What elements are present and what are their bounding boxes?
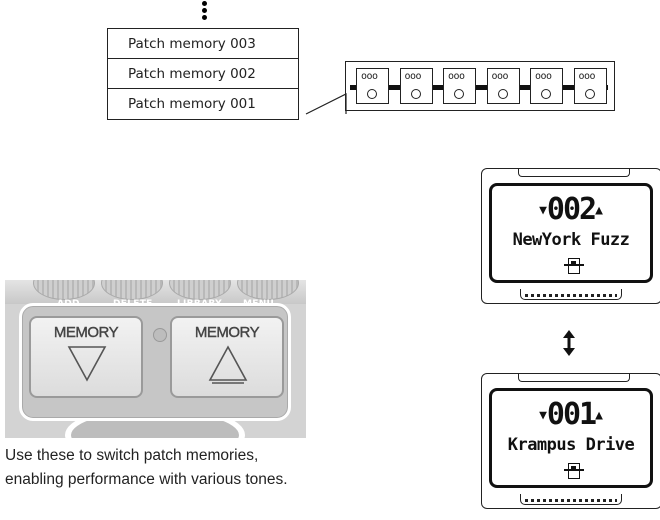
patch-memory-list: Patch memory 003 Patch memory 002 Patch … xyxy=(107,28,299,120)
effect-pedal-icon: ooo xyxy=(530,68,563,104)
pedal-footswitch-icon xyxy=(541,89,551,99)
pedal-knobs-icon: ooo xyxy=(361,71,378,82)
patch-number: 002 xyxy=(546,192,597,227)
effect-pedal-icon: ooo xyxy=(573,68,607,104)
patch-name: NewYork Fuzz xyxy=(512,230,630,250)
pedal-footswitch-icon xyxy=(584,89,595,99)
pedal-knobs-icon: ooo xyxy=(491,71,509,82)
pedal-icon xyxy=(564,463,584,479)
display-device-top: ▼002▲ NewYork Fuzz xyxy=(481,168,660,304)
lcd-screen: ▼001▲ Krampus Drive xyxy=(489,388,653,488)
knob-icon xyxy=(169,280,231,300)
memory-down-label: MEMORY xyxy=(53,324,119,341)
switch-arrow-icon xyxy=(562,330,576,356)
pedal-knobs-icon: ooo xyxy=(535,71,552,82)
pedal-knobs-icon: ooo xyxy=(578,71,596,82)
display-device-bottom: ▼001▲ Krampus Drive xyxy=(481,373,660,509)
pedal-knobs-icon: ooo xyxy=(404,71,422,82)
knob-icon xyxy=(237,280,299,300)
pedal-footswitch-icon xyxy=(497,89,508,99)
display-tab xyxy=(518,168,630,177)
patch-number: 001 xyxy=(546,397,597,432)
pedal-footswitch-icon xyxy=(454,89,464,99)
more-patches-ellipsis-icon xyxy=(199,0,209,26)
pedal-footswitch-icon xyxy=(410,89,421,99)
knob-icon xyxy=(33,280,95,300)
patch-name: Krampus Drive xyxy=(507,435,635,455)
lcd-screen: ▼002▲ NewYork Fuzz xyxy=(489,183,653,283)
memory-buttons-photo: ADD DELETE LIBRARY MENU MEMORY MEMORY xyxy=(5,280,306,438)
display-base xyxy=(520,289,622,300)
effect-pedal-icon: ooo xyxy=(356,68,389,104)
up-arrow-icon: ▲ xyxy=(595,408,603,423)
pedal-knobs-icon: ooo xyxy=(448,71,465,82)
effect-pedal-icon: ooo xyxy=(399,68,433,104)
patch-number-display: ▼002▲ xyxy=(492,192,650,227)
display-base xyxy=(520,494,622,505)
memory-buttons-caption: Use these to switch patch memories, enab… xyxy=(5,447,288,488)
memory-up-button[interactable]: MEMORY xyxy=(170,316,284,398)
display-tab xyxy=(518,373,630,382)
effect-chain-signal-line xyxy=(350,85,608,90)
status-led xyxy=(153,328,167,342)
patch-memory-row: Patch memory 003 xyxy=(108,29,298,59)
pedal-icon xyxy=(564,258,584,274)
patch-memory-row: Patch memory 002 xyxy=(108,59,298,89)
effect-pedal-icon: ooo xyxy=(486,68,520,104)
up-arrow-icon: ▲ xyxy=(595,203,603,218)
patch-memory-row: Patch memory 001 xyxy=(128,96,256,112)
down-arrow-icon: ▼ xyxy=(539,203,547,218)
triangle-down-icon xyxy=(67,346,107,382)
knob-icon xyxy=(101,280,163,300)
effect-chain-strip xyxy=(345,61,615,111)
knob-row xyxy=(5,280,306,304)
triangle-up-icon xyxy=(208,345,248,384)
effect-pedal-icon: ooo xyxy=(443,68,476,104)
callout-pointer xyxy=(305,93,347,115)
pedal-footswitch-icon xyxy=(367,89,377,99)
patch-number-display: ▼001▲ xyxy=(492,397,650,432)
down-arrow-icon: ▼ xyxy=(539,408,547,423)
memory-up-label: MEMORY xyxy=(194,324,260,341)
memory-down-button[interactable]: MEMORY xyxy=(29,316,143,398)
